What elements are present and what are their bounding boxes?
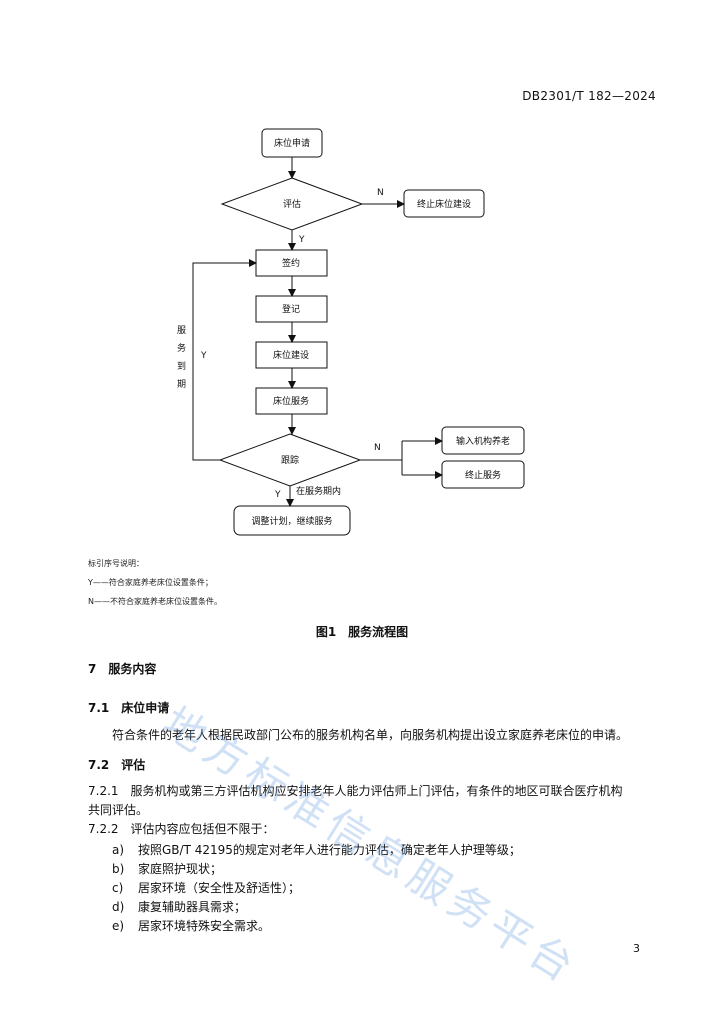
section-7-2-heading: 7.2 评估	[88, 758, 146, 772]
edge-label-y1: Y	[298, 235, 305, 245]
list-item-mark: d)	[112, 900, 125, 914]
loop-label-char-2: 务	[177, 342, 186, 354]
loop-label-char-4: 期	[177, 379, 186, 390]
legend-n: N——不符合家庭养老床位设置条件。	[88, 597, 222, 606]
list-item: d) 康复辅助器具需求；	[112, 898, 246, 915]
list-item-text: 家庭照护现状；	[138, 862, 223, 876]
edge-track-loop-sign	[192, 259, 257, 461]
loop-label-char-3: 到	[177, 360, 186, 372]
node-terminate-build-label: 终止床位建设	[417, 198, 471, 210]
node-start-label: 床位申请	[274, 137, 310, 149]
section-7-2-1-line1: 7.2.1 服务机构或第三方评估机构应安排老年人能力评估师上门评估，有条件的地区…	[88, 784, 623, 798]
list-item: a) 按照GB/T 42195的规定对老年人进行能力评估，确定老年人护理等级；	[112, 841, 521, 858]
list-item: b) 家庭照护现状；	[112, 860, 222, 877]
list-item-text: 居家环境（安全性及舒适性）；	[138, 881, 301, 895]
list-item-text: 居家环境特殊安全需求。	[138, 919, 271, 933]
section-7-2-2: 7.2.2 评估内容应包括但不限于：	[88, 822, 275, 836]
section-7-1-heading: 7.1 床位申请	[88, 701, 170, 715]
node-assess-label: 评估	[283, 198, 301, 210]
document-code: DB2301/T 182—2024	[522, 89, 656, 103]
node-adjust-label: 调整计划，继续服务	[251, 515, 332, 527]
edge-label-n2: N	[374, 443, 381, 453]
loop-label-char-1: 服	[177, 325, 186, 336]
section-7-heading: 7 服务内容	[88, 662, 157, 676]
node-track-label: 跟踪	[281, 454, 299, 466]
section-7-1-text: 符合条件的老年人根据民政部门公布的服务机构名单，向服务机构提出设立家庭养老床位的…	[112, 728, 629, 742]
node-stop-service-label: 终止服务	[465, 469, 501, 481]
list-item-text: 康复辅助器具需求；	[138, 900, 247, 914]
figure-caption: 图1 服务流程图	[315, 625, 409, 639]
node-sign-label: 签约	[282, 257, 300, 269]
edge-label-loop-y: Y	[200, 351, 207, 361]
edge-label-in-period: 在服务期内	[296, 485, 341, 497]
edge-label-y2: Y	[274, 490, 281, 500]
node-register-label: 登记	[282, 304, 300, 315]
section-7-2-1-line2: 共同评估。	[88, 803, 149, 817]
legend-y: Y——符合家庭养老床位设置条件；	[88, 578, 213, 587]
edge-label-n1: N	[377, 188, 384, 198]
node-enter-institution-label: 输入机构养老	[456, 435, 510, 447]
list-item-mark: a)	[112, 843, 125, 857]
list-item: c) 居家环境（安全性及舒适性）；	[112, 879, 300, 896]
list-item-mark: b)	[112, 862, 125, 876]
page-number: 3	[633, 942, 640, 955]
node-service-label: 床位服务	[273, 395, 309, 407]
service-flowchart: 床位申请 评估 终止床位建设 签约 登记 床位建设 床位服务 跟踪 输入机构养老…	[177, 128, 525, 536]
list-item-mark: c)	[112, 881, 124, 895]
legend-title: 标引序号说明：	[88, 559, 144, 568]
list-item-text: 按照GB/T 42195的规定对老年人进行能力评估，确定老年人护理等级；	[138, 843, 521, 857]
node-build-label: 床位建设	[273, 349, 309, 361]
list-item: e) 居家环境特殊安全需求。	[112, 917, 270, 934]
list-item-mark: e)	[112, 919, 125, 933]
